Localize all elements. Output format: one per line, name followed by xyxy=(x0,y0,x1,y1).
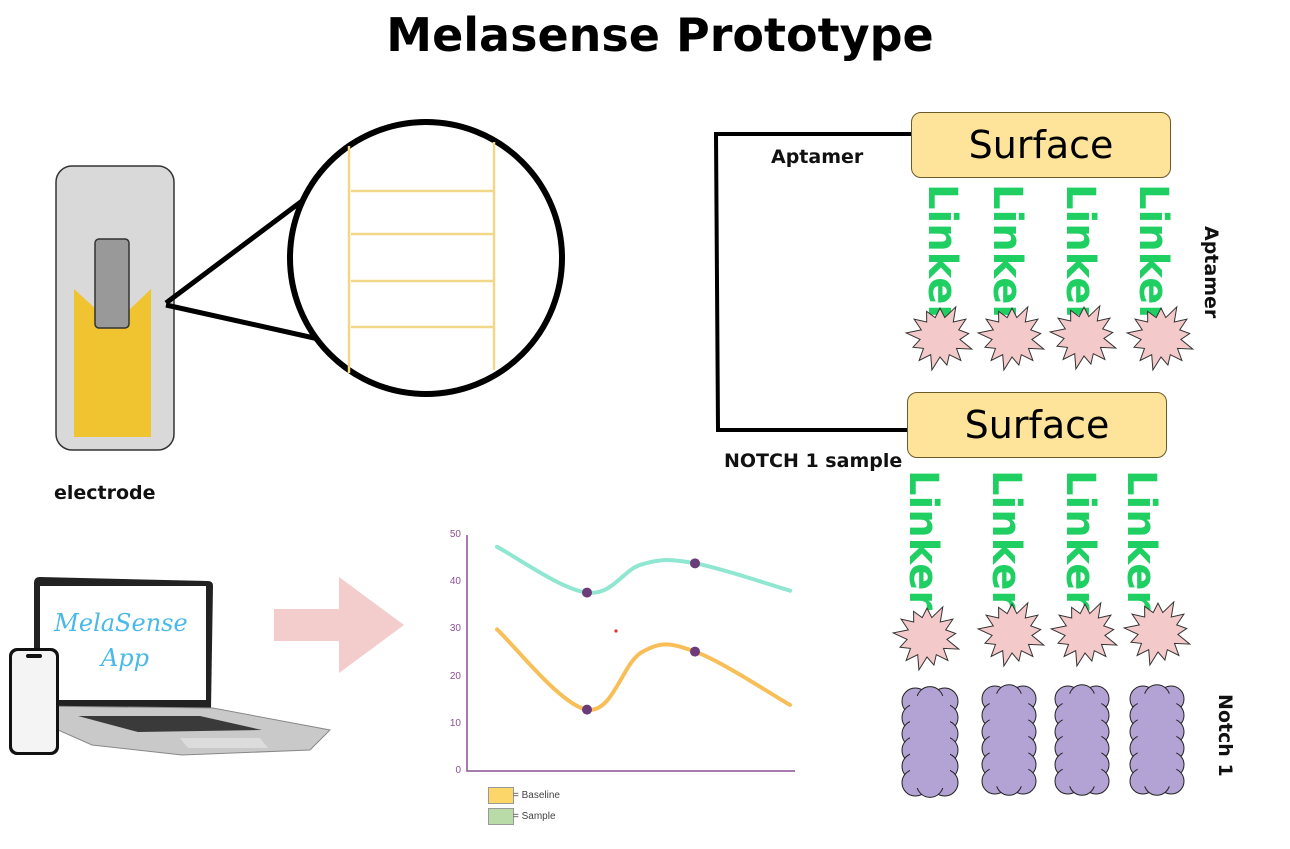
linker-bottom-3: Linker xyxy=(1057,470,1103,611)
notch-protein-4 xyxy=(1129,684,1185,796)
y-tick-label: 40 xyxy=(449,576,461,588)
linker-top-1: Linker xyxy=(919,184,965,325)
aptamer-star-bottom-2 xyxy=(976,601,1046,668)
linker-bottom-4: Linker xyxy=(1118,470,1164,611)
data-point-sample xyxy=(690,558,700,569)
chart-axes xyxy=(466,535,795,772)
electrode-window xyxy=(94,238,130,329)
aptamer-label: Aptamer xyxy=(771,146,864,168)
aptamer-star-bottom-1 xyxy=(891,605,961,672)
arrow-icon xyxy=(274,577,404,673)
notch-protein-1 xyxy=(901,686,959,798)
legend-sample-swatch xyxy=(488,808,514,825)
app-title-line1: MelaSense xyxy=(54,609,188,637)
aptamer-star-top-1 xyxy=(904,305,974,372)
y-tick-label: 10 xyxy=(449,717,461,729)
aptamer-star-top-4 xyxy=(1125,305,1195,372)
magnified-grid xyxy=(347,142,496,373)
electrode-gold-area xyxy=(74,289,151,437)
notch-protein-2 xyxy=(981,684,1037,796)
data-point-sample xyxy=(582,587,592,598)
data-point-baseline xyxy=(690,646,700,657)
legend-baseline-label: = Baseline xyxy=(513,790,560,801)
y-tick-label: 30 xyxy=(449,623,461,635)
linker-top-2: Linker xyxy=(984,184,1030,325)
y-tick-label: 50 xyxy=(449,529,461,540)
magnifier-line-bottom xyxy=(165,302,324,343)
notch-protein-3 xyxy=(1054,684,1110,796)
laptop-icon xyxy=(29,577,332,756)
series-line-baseline xyxy=(495,627,792,712)
legend-baseline-swatch xyxy=(488,787,514,804)
phone-icon xyxy=(9,648,59,755)
data-point-baseline xyxy=(582,704,592,715)
y-tick-label: 0 xyxy=(455,765,461,776)
electrode-label: electrode xyxy=(54,482,156,504)
legend-sample-label: = Sample xyxy=(513,811,556,822)
page-title: Melasense Prototype xyxy=(386,8,934,62)
stray-dot xyxy=(614,629,618,633)
linker-bottom-1: Linker xyxy=(900,470,946,611)
aptamer-star-bottom-3 xyxy=(1049,601,1119,668)
sample-label: NOTCH 1 sample xyxy=(724,450,903,472)
linker-top-4: Linker xyxy=(1130,184,1176,325)
aptamer-side-label: Aptamer xyxy=(1200,226,1222,319)
y-tick-label: 20 xyxy=(449,670,461,682)
notch-side-label: Notch 1 xyxy=(1214,694,1236,777)
line-chart xyxy=(466,535,795,772)
series-line-sample xyxy=(495,544,792,595)
surface-bottom: Surface xyxy=(907,392,1167,458)
bracket-connector xyxy=(713,132,912,432)
aptamer-star-bottom-4 xyxy=(1122,600,1192,667)
app-title-line2: App xyxy=(100,644,150,672)
surface-top: Surface xyxy=(911,112,1171,178)
aptamer-star-top-2 xyxy=(976,305,1046,372)
linker-bottom-2: Linker xyxy=(983,470,1029,611)
linker-top-3: Linker xyxy=(1057,184,1103,325)
aptamer-star-top-3 xyxy=(1048,304,1118,371)
